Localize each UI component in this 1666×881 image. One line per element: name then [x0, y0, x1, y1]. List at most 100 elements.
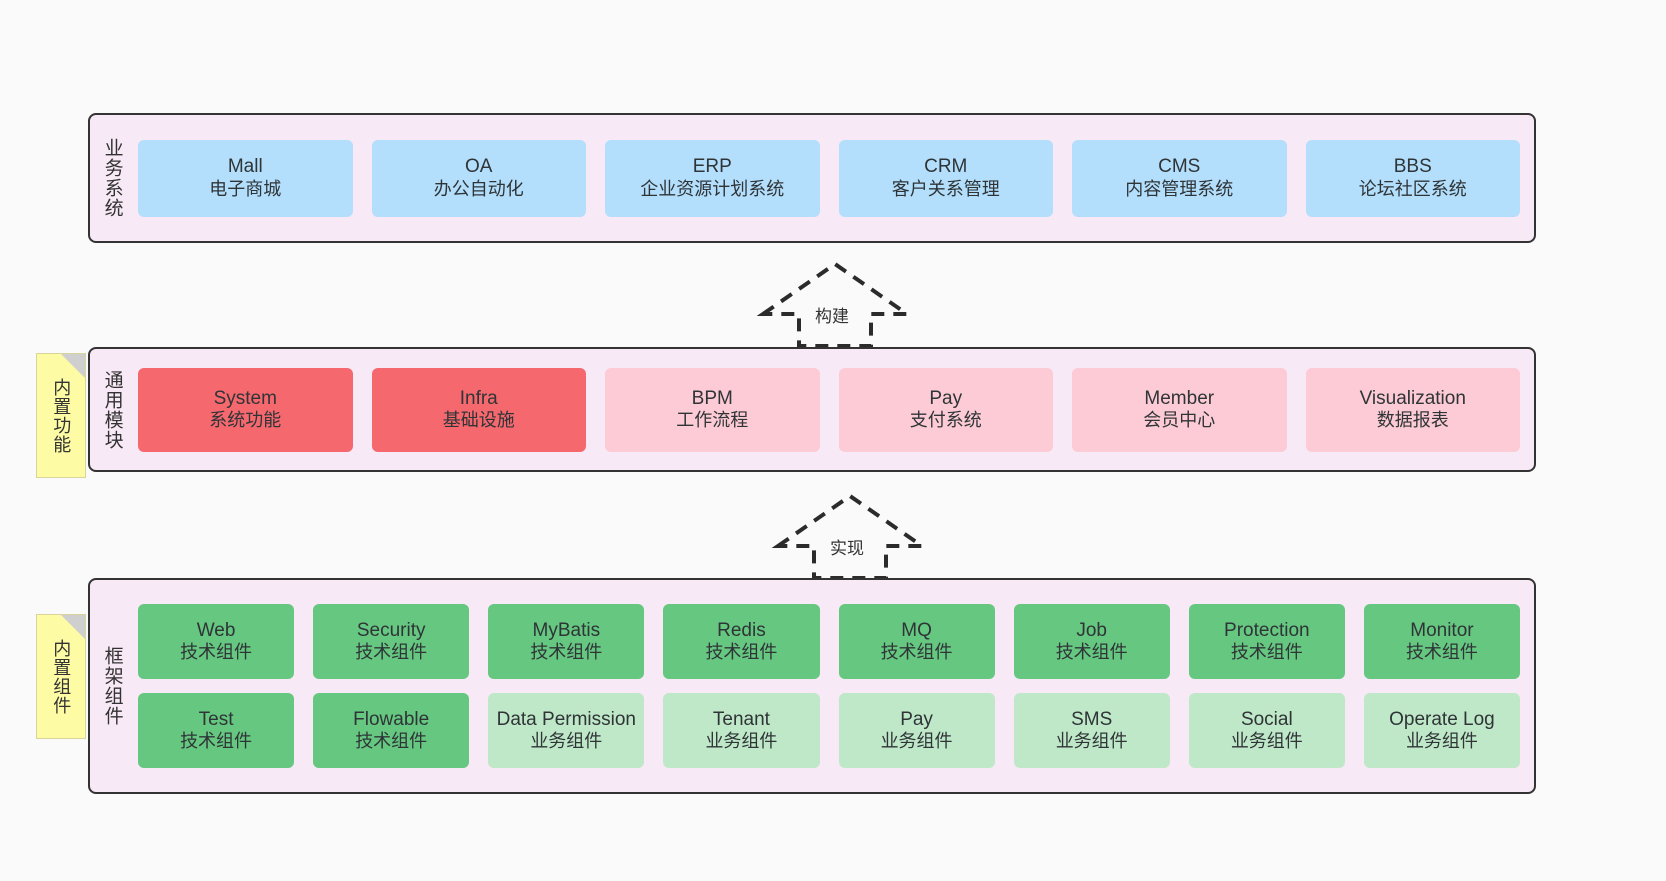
module-name: Mall [227, 156, 263, 178]
component-box-web[interactable]: Web 技术组件 [138, 604, 295, 679]
note-label: 内置功能 [51, 377, 72, 454]
component-name: Pay [900, 708, 933, 730]
module-box-visualization[interactable]: Visualization 数据报表 [1305, 367, 1520, 452]
layer-title-framework-components: 框架组件 [101, 646, 123, 726]
module-box-crm[interactable]: CRM 客户关系管理 [838, 139, 1053, 217]
module-name: Visualization [1359, 387, 1466, 409]
module-box-bbs[interactable]: BBS 论坛社区系统 [1305, 139, 1520, 217]
component-name: Operate Log [1389, 708, 1495, 730]
component-box-data-permission[interactable]: Data Permission 业务组件 [488, 693, 645, 768]
layer-title-business-systems: 业务系统 [101, 138, 123, 218]
note-fold-corner-icon [61, 615, 85, 639]
component-box-sms[interactable]: SMS 业务组件 [1013, 693, 1170, 768]
component-name: Social [1240, 708, 1293, 730]
component-name: Protection [1224, 619, 1310, 641]
component-desc: 技术组件 [1230, 642, 1303, 663]
note-builtin-features: 内置功能 [36, 353, 86, 478]
component-desc: 业务组件 [705, 731, 778, 752]
module-box-infra[interactable]: Infra 基础设施 [371, 367, 586, 452]
module-row: System 系统功能 Infra 基础设施 BPM 工作流程 Pay 支付系统… [138, 367, 1520, 452]
component-name: Web [196, 619, 236, 641]
arrow-build: 构建 [755, 258, 915, 350]
component-box-flowable[interactable]: Flowable 技术组件 [313, 693, 470, 768]
component-name: MyBatis [532, 619, 601, 641]
layer-framework-components: 框架组件 Web 技术组件 Security 技术组件 MyBatis 技术组件… [88, 578, 1536, 794]
component-desc: 技术组件 [180, 731, 253, 752]
arrow-build-label: 构建 [812, 302, 852, 327]
module-desc: 论坛社区系统 [1358, 178, 1467, 199]
component-box-mq[interactable]: MQ 技术组件 [838, 604, 995, 679]
component-box-monitor[interactable]: Monitor 技术组件 [1363, 604, 1520, 679]
module-name: Infra [459, 387, 498, 409]
module-name: BBS [1393, 156, 1432, 178]
module-desc: 会员中心 [1143, 410, 1216, 431]
module-box-erp[interactable]: ERP 企业资源计划系统 [605, 139, 820, 217]
component-desc: 业务组件 [1230, 731, 1303, 752]
layer-common-modules: 通用模块 System 系统功能 Infra 基础设施 BPM 工作流程 Pay… [88, 347, 1536, 472]
module-box-system[interactable]: System 系统功能 [138, 367, 353, 452]
module-desc: 支付系统 [909, 410, 982, 431]
module-name: Pay [929, 387, 963, 409]
component-desc: 业务组件 [880, 731, 953, 752]
module-name: OA [465, 156, 493, 178]
note-fold-corner-icon [61, 354, 85, 378]
component-desc: 业务组件 [530, 731, 603, 752]
module-desc: 系统功能 [209, 410, 282, 431]
layer-business-systems: 业务系统 Mall 电子商城 OA 办公自动化 ERP 企业资源计划系统 CRM… [88, 113, 1536, 243]
component-box-redis[interactable]: Redis 技术组件 [663, 604, 820, 679]
component-name: Data Permission [496, 708, 636, 730]
layer-body-business-systems: Mall 电子商城 OA 办公自动化 ERP 企业资源计划系统 CRM 客户关系… [134, 115, 1534, 241]
module-box-bpm[interactable]: BPM 工作流程 [605, 367, 820, 452]
component-desc: 业务组件 [1055, 731, 1128, 752]
module-box-cms[interactable]: CMS 内容管理系统 [1072, 139, 1287, 217]
component-box-job[interactable]: Job 技术组件 [1013, 604, 1170, 679]
component-name: MQ [901, 619, 932, 641]
arrow-implement: 实现 [770, 490, 930, 582]
component-box-mybatis[interactable]: MyBatis 技术组件 [488, 604, 645, 679]
module-name: BPM [691, 387, 733, 409]
layer-body-framework-components: Web 技术组件 Security 技术组件 MyBatis 技术组件 Redi… [134, 580, 1534, 792]
component-name: Job [1076, 619, 1107, 641]
component-box-protection[interactable]: Protection 技术组件 [1188, 604, 1345, 679]
component-name: Flowable [353, 708, 430, 730]
note-builtin-components: 内置组件 [36, 614, 86, 739]
component-box-pay[interactable]: Pay 业务组件 [838, 693, 995, 768]
module-desc: 办公自动化 [433, 178, 524, 199]
component-name: Test [198, 708, 234, 730]
module-box-mall[interactable]: Mall 电子商城 [138, 139, 353, 217]
component-box-tenant[interactable]: Tenant 业务组件 [663, 693, 820, 768]
module-desc: 内容管理系统 [1125, 178, 1234, 199]
module-desc: 电子商城 [209, 178, 282, 199]
component-desc: 技术组件 [1055, 642, 1128, 663]
component-box-test[interactable]: Test 技术组件 [138, 693, 295, 768]
layer-title-common-modules: 通用模块 [101, 369, 123, 450]
module-box-oa[interactable]: OA 办公自动化 [371, 139, 586, 217]
component-box-operate-log[interactable]: Operate Log 业务组件 [1363, 693, 1520, 768]
component-desc: 业务组件 [1405, 731, 1478, 752]
component-row-biz: Test 技术组件 Flowable 技术组件 Data Permission … [138, 693, 1520, 768]
component-desc: 技术组件 [355, 731, 428, 752]
component-desc: 技术组件 [1405, 642, 1478, 663]
module-box-member[interactable]: Member 会员中心 [1072, 367, 1287, 452]
module-desc: 企业资源计划系统 [640, 178, 785, 199]
component-desc: 技术组件 [880, 642, 953, 663]
component-name: Security [356, 619, 426, 641]
arrow-implement-label: 实现 [827, 534, 867, 559]
module-row: Mall 电子商城 OA 办公自动化 ERP 企业资源计划系统 CRM 客户关系… [138, 139, 1520, 217]
module-desc: 客户关系管理 [891, 178, 1000, 199]
component-name: SMS [1071, 708, 1113, 730]
module-box-pay[interactable]: Pay 支付系统 [838, 367, 1053, 452]
module-desc: 数据报表 [1376, 410, 1449, 431]
component-name: Monitor [1410, 619, 1474, 641]
module-desc: 基础设施 [442, 410, 515, 431]
layer-body-common-modules: System 系统功能 Infra 基础设施 BPM 工作流程 Pay 支付系统… [134, 349, 1534, 470]
component-row-tech: Web 技术组件 Security 技术组件 MyBatis 技术组件 Redi… [138, 604, 1520, 679]
component-desc: 技术组件 [705, 642, 778, 663]
arrow-implement-glyph [771, 493, 929, 580]
module-name: System [213, 387, 277, 409]
module-name: CRM [924, 156, 968, 178]
component-box-security[interactable]: Security 技术组件 [313, 604, 470, 679]
component-box-social[interactable]: Social 业务组件 [1188, 693, 1345, 768]
arrow-build-glyph [756, 261, 914, 348]
